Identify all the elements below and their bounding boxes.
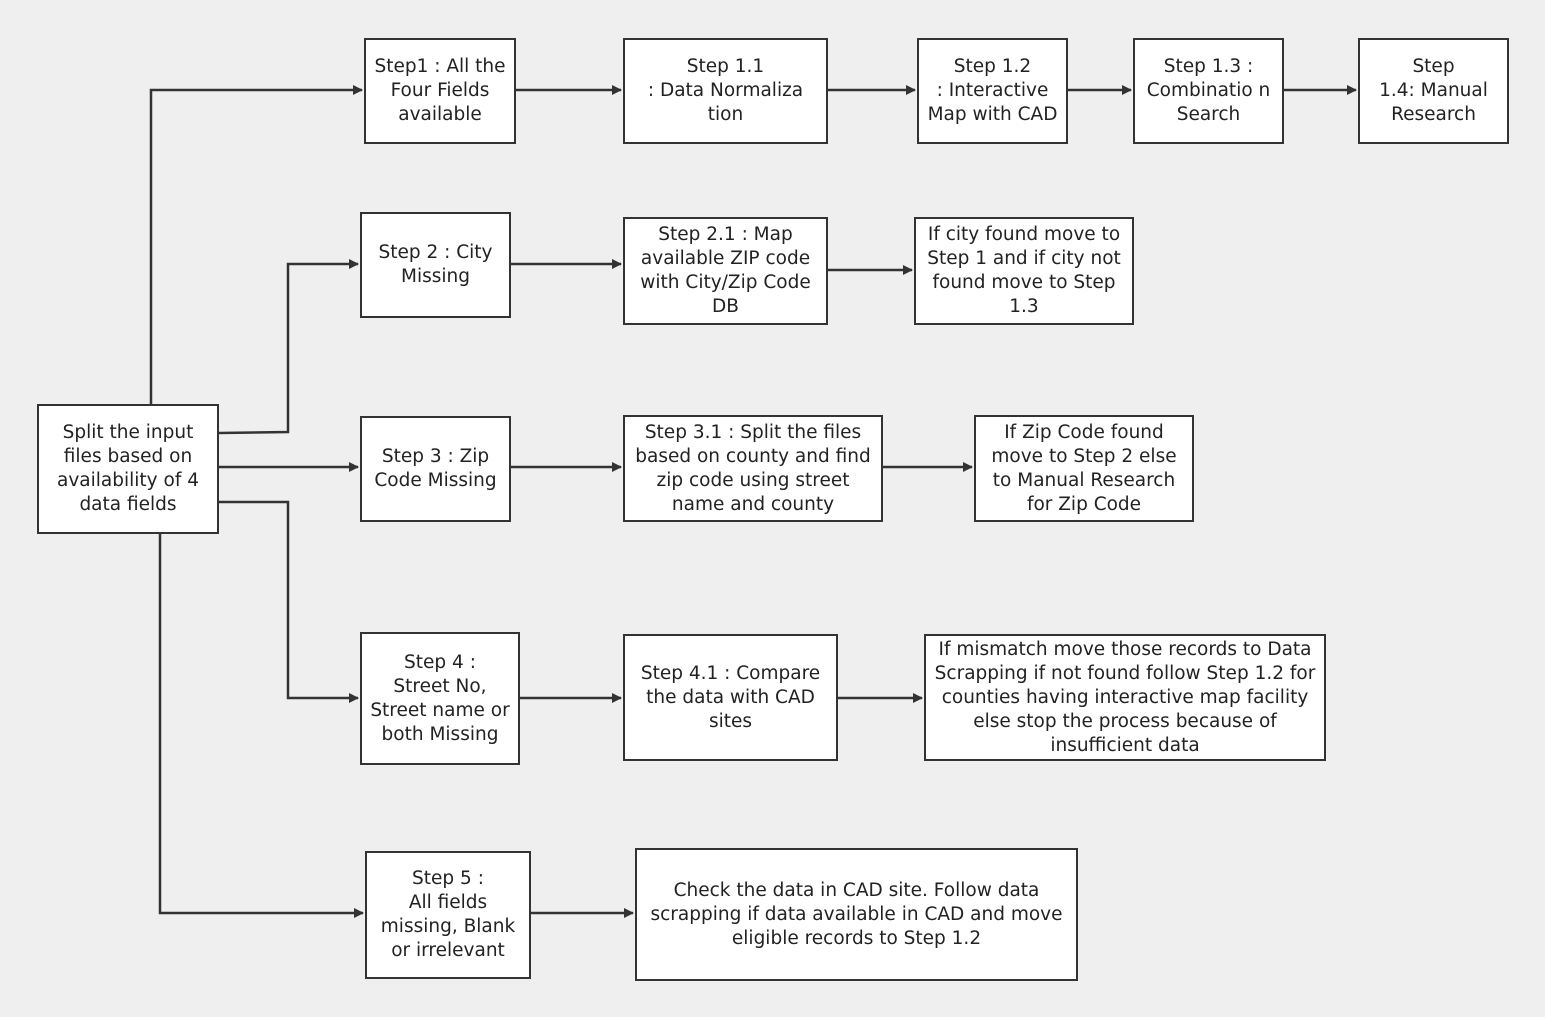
step4-node: Step 4 : Street No, Street name or both … <box>360 632 520 765</box>
step1-2-node: Step 1.2 : Interactive Map with CAD <box>917 38 1068 144</box>
step1-4-node: Step 1.4: Manual Research <box>1358 38 1509 144</box>
step4-result-node: If mismatch move those records to Data S… <box>924 634 1326 761</box>
step5-result-node: Check the data in CAD site. Follow data … <box>635 848 1078 981</box>
connector-root-to-step1 <box>149 85 363 404</box>
step5-node: Step 5 : All fields missing, Blank or ir… <box>365 851 531 979</box>
step1-node: Step1 : All the Four Fields available <box>364 38 516 144</box>
connector-root-to-step4 <box>219 500 359 703</box>
step1-1-node: Step 1.1 : Data Normaliza tion <box>623 38 828 144</box>
step4-1-node: Step 4.1 : Compare the data with CAD sit… <box>623 634 838 761</box>
step2-result-node: If city found move to Step 1 and if city… <box>914 217 1134 325</box>
step2-node: Step 2 : City Missing <box>360 212 511 318</box>
step1-3-node: Step 1.3 : Combinatio n Search <box>1133 38 1284 144</box>
step3-result-node: If Zip Code found move to Step 2 else to… <box>974 415 1194 522</box>
connector-root-to-step2 <box>218 259 359 435</box>
step3-1-node: Step 3.1 : Split the files based on coun… <box>623 415 883 522</box>
connector-root-to-step5 <box>158 534 364 918</box>
root-split-node: Split the input files based on availabil… <box>37 404 219 534</box>
step2-1-node: Step 2.1 : Map available ZIP code with C… <box>623 217 828 325</box>
step3-node: Step 3 : Zip Code Missing <box>360 416 511 522</box>
